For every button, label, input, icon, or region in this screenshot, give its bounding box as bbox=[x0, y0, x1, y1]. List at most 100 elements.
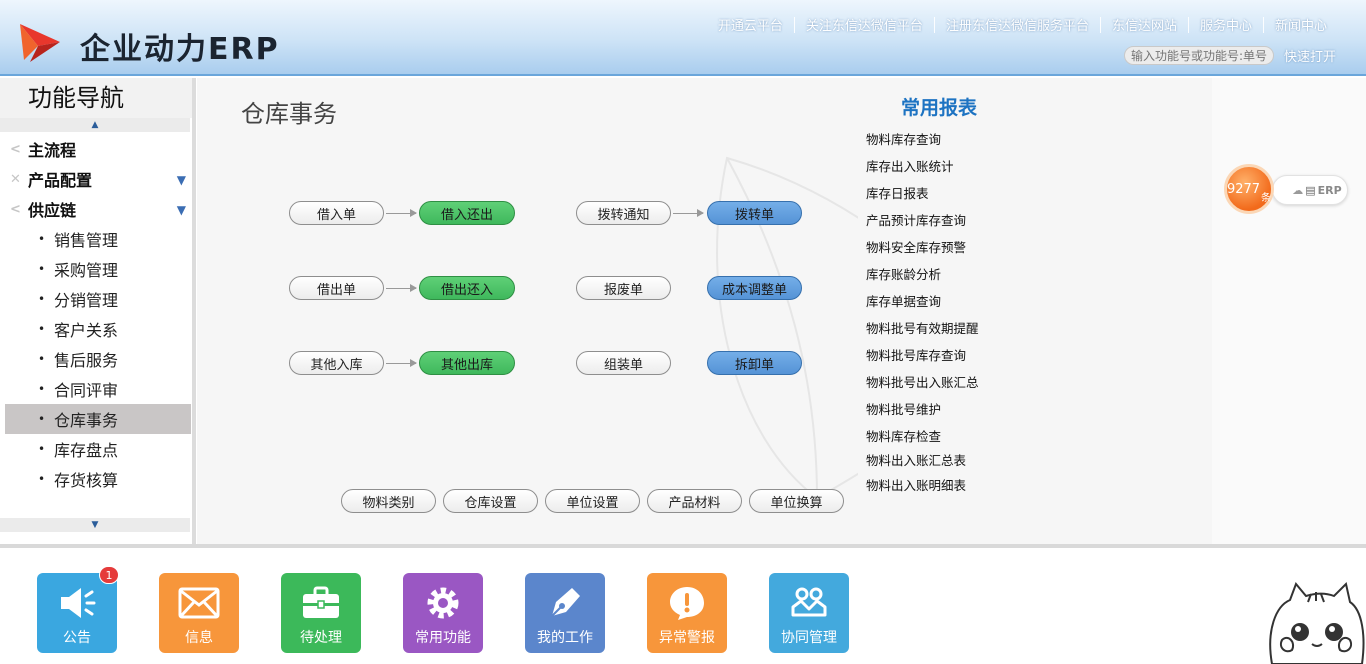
bottom-dock: 公告 1 信息 待处理 常用功能 我的工作 bbox=[0, 548, 1366, 664]
expand-arrow-icon[interactable]: ▼ bbox=[176, 173, 186, 187]
nav-item-inventory-accounting[interactable]: •存货核算 bbox=[0, 464, 192, 494]
tools-icon: ✕ bbox=[10, 171, 21, 187]
material-category-button[interactable]: 物料类别 bbox=[341, 489, 436, 513]
report-link[interactable]: 库存单据查询 bbox=[866, 294, 942, 309]
tile-alerts[interactable]: 异常警报 bbox=[647, 573, 727, 653]
tile-label: 异常警报 bbox=[659, 630, 715, 646]
bullet-icon: • bbox=[38, 442, 46, 456]
bullet-icon: • bbox=[38, 322, 46, 336]
bullet-icon: • bbox=[38, 262, 46, 276]
flow-arrow bbox=[386, 284, 417, 292]
link-news-center[interactable]: 新闻中心 bbox=[1274, 19, 1327, 34]
nav-label: 存货核算 bbox=[54, 471, 119, 490]
scrap-button[interactable]: 报废单 bbox=[576, 276, 671, 300]
report-link[interactable]: 产品预计库存查询 bbox=[866, 213, 967, 228]
tile-label: 协同管理 bbox=[781, 630, 837, 646]
cat-mascot-icon bbox=[1269, 582, 1365, 664]
page-title: 仓库事务 bbox=[241, 100, 337, 128]
unit-settings-button[interactable]: 单位设置 bbox=[545, 489, 640, 513]
nav-item-stocktake[interactable]: •库存盘点 bbox=[0, 434, 192, 464]
nav-item-customer[interactable]: •客户关系 bbox=[0, 314, 192, 344]
right-blank-area bbox=[1212, 78, 1366, 544]
other-in-button[interactable]: 其他入库 bbox=[289, 351, 384, 375]
report-link[interactable]: 物料出入账汇总表 bbox=[866, 453, 967, 468]
tile-pending[interactable]: 待处理 bbox=[281, 573, 361, 653]
link-separator bbox=[1187, 16, 1189, 33]
link-service-center[interactable]: 服务中心 bbox=[1199, 19, 1252, 34]
bullet-icon: • bbox=[38, 352, 46, 366]
scroll-up-button[interactable]: ▲ bbox=[0, 118, 190, 132]
borrow-out-button[interactable]: 借出单 bbox=[289, 276, 384, 300]
report-link[interactable]: 物料库存查询 bbox=[866, 132, 942, 147]
report-link[interactable]: 物料批号有效期提醒 bbox=[866, 321, 979, 336]
tile-announcement[interactable]: 公告 1 bbox=[37, 566, 119, 653]
cost-adjust-button[interactable]: 成本调整单 bbox=[707, 276, 802, 300]
flow-arrow bbox=[386, 209, 417, 217]
product-material-button[interactable]: 产品材料 bbox=[647, 489, 742, 513]
transfer-order-button[interactable]: 拨转单 bbox=[707, 201, 802, 225]
warehouse-settings-button[interactable]: 仓库设置 bbox=[443, 489, 538, 513]
nav-item-sales[interactable]: •销售管理 bbox=[0, 224, 192, 254]
nav-item-after-sales[interactable]: •售后服务 bbox=[0, 344, 192, 374]
report-link[interactable]: 物料安全库存预警 bbox=[866, 240, 967, 255]
flow-arrow bbox=[673, 209, 704, 217]
report-link[interactable]: 库存账龄分析 bbox=[866, 267, 942, 282]
nav-item-supply-chain[interactable]: < 供应链 ▼ bbox=[0, 194, 192, 224]
borrow-in-button[interactable]: 借入单 bbox=[289, 201, 384, 225]
nav-label: 供应链 bbox=[28, 201, 77, 220]
unit-conversion-button[interactable]: 单位换算 bbox=[749, 489, 844, 513]
erp-label: ERP bbox=[1317, 183, 1342, 197]
tile-my-work[interactable]: 我的工作 bbox=[525, 573, 605, 653]
transfer-notice-button[interactable]: 拨转通知 bbox=[576, 201, 671, 225]
assembly-button[interactable]: 组装单 bbox=[576, 351, 671, 375]
nav-item-contract[interactable]: •合同评审 bbox=[0, 374, 192, 404]
report-link[interactable]: 物料批号库存查询 bbox=[866, 348, 967, 363]
count-unit: 条 bbox=[1261, 192, 1272, 204]
report-link[interactable]: 库存出入账统计 bbox=[866, 159, 954, 174]
cloud-status-box[interactable]: ☁ ▤ ERP bbox=[1272, 175, 1348, 205]
borrow-return-in-button[interactable]: 借出还入 bbox=[419, 276, 515, 300]
tile-collaboration[interactable]: 协同管理 bbox=[769, 573, 849, 653]
bullet-icon: • bbox=[38, 382, 46, 396]
quick-open-button[interactable]: 快速打开 bbox=[1283, 50, 1336, 65]
nav-item-warehouse[interactable]: •仓库事务 bbox=[5, 404, 191, 434]
nav-item-product-config[interactable]: ✕ 产品配置 ▼ bbox=[0, 164, 192, 194]
bullet-icon: • bbox=[38, 412, 46, 426]
tile-label: 待处理 bbox=[300, 630, 342, 646]
report-link[interactable]: 库存日报表 bbox=[866, 186, 929, 201]
tile-messages[interactable]: 信息 bbox=[159, 573, 239, 653]
quick-open-input[interactable] bbox=[1123, 46, 1274, 65]
other-out-button[interactable]: 其他出库 bbox=[419, 351, 515, 375]
nav-label: 主流程 bbox=[28, 141, 77, 160]
logo-icon bbox=[20, 24, 60, 62]
link-website[interactable]: 东信达网站 bbox=[1111, 19, 1177, 34]
tile-label: 信息 bbox=[185, 630, 213, 646]
nav-item-distribution[interactable]: •分销管理 bbox=[0, 284, 192, 314]
report-link[interactable]: 物料库存检查 bbox=[866, 429, 942, 444]
report-link[interactable]: 物料批号维护 bbox=[866, 402, 942, 417]
report-link[interactable]: 物料批号出入账汇总 bbox=[866, 375, 979, 390]
borrow-return-out-button[interactable]: 借入还出 bbox=[419, 201, 515, 225]
alert-icon bbox=[665, 583, 709, 623]
app-title: 企业动力ERP bbox=[80, 32, 280, 67]
reports-title: 常用报表 bbox=[901, 97, 978, 119]
link-follow-wechat[interactable]: 关注东信达微信平台 bbox=[805, 19, 923, 34]
disassembly-button[interactable]: 拆卸单 bbox=[707, 351, 802, 375]
nav-item-purchase[interactable]: • 采购管理 bbox=[0, 254, 192, 284]
link-cloud-platform[interactable]: 开通云平台 bbox=[717, 19, 783, 34]
tile-common-functions[interactable]: 常用功能 bbox=[403, 573, 483, 653]
expand-arrow-icon[interactable]: ▼ bbox=[176, 203, 186, 217]
link-register-wechat[interactable]: 注册东信达微信服务平台 bbox=[945, 19, 1089, 34]
nav-item-main-process[interactable]: < 主流程 bbox=[0, 134, 192, 164]
header: 企业动力ERP 开通云平台 关注东信达微信平台 注册东信达微信服务平台 东信达网… bbox=[0, 0, 1366, 76]
nav-list: < 主流程 ✕ 产品配置 ▼ < 供应链 ▼ •销售管理 • 采购管理 •分销管理… bbox=[0, 134, 192, 494]
nav-label: 采购管理 bbox=[54, 261, 119, 280]
link-separator bbox=[793, 16, 795, 33]
link-separator bbox=[933, 16, 935, 33]
report-link[interactable]: 物料出入账明细表 bbox=[866, 478, 967, 493]
workflow-panel: 仓库事务 借入单 借入还出 拨转通知 拨转单 借出单 借出还入 报废单 成本调整… bbox=[197, 78, 1019, 544]
scroll-down-button[interactable]: ▼ bbox=[0, 518, 190, 532]
link-separator bbox=[1099, 16, 1101, 33]
